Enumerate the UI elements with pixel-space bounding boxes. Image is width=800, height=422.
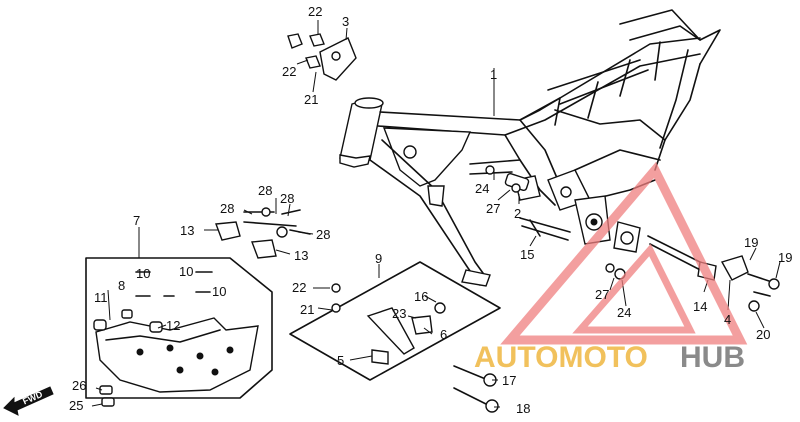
callout-14: 14	[693, 299, 707, 314]
callout-24a: 24	[475, 181, 489, 196]
callout-21b: 21	[300, 302, 314, 317]
callout-1: 1	[490, 67, 497, 82]
long-bolts	[453, 365, 499, 413]
callout-19b: 19	[778, 250, 792, 265]
callout-13a: 13	[180, 223, 194, 238]
leader-lines	[91, 20, 781, 408]
watermark-logo: AUTOMOTO HUB	[474, 161, 748, 374]
watermark-text-automoto: AUTOMOTO	[474, 341, 648, 374]
fwd-label: FWD	[21, 389, 44, 407]
callout-numbers: 1 2 3 4 5 6 7 8 9 10 10 10 11 12 13 13 1…	[69, 4, 792, 416]
right-side-parts	[485, 165, 780, 312]
callout-22b: 22	[282, 64, 296, 79]
callout-8: 8	[118, 278, 125, 293]
callout-28a: 28	[220, 201, 234, 216]
callout-7: 7	[133, 213, 140, 228]
fwd-arrow: FWD	[3, 386, 54, 416]
callout-10a: 10	[136, 266, 150, 281]
main-frame	[339, 9, 721, 287]
callout-28b: 28	[258, 183, 272, 198]
top-bracket-group	[287, 33, 357, 81]
callout-21a: 21	[304, 92, 318, 107]
callout-26: 26	[72, 378, 86, 393]
callout-24b: 24	[617, 305, 631, 320]
callout-4: 4	[724, 312, 731, 327]
watermark-text-hub: HUB	[680, 341, 745, 374]
callout-10b: 10	[179, 264, 193, 279]
callout-28c: 28	[280, 191, 294, 206]
callout-11: 11	[94, 290, 108, 305]
callout-27a: 27	[486, 201, 500, 216]
callout-23: 23	[392, 306, 406, 321]
skid-plate-group	[85, 257, 273, 407]
callout-25: 25	[69, 398, 83, 413]
callout-10c: 10	[212, 284, 226, 299]
callout-27b: 27	[595, 287, 609, 302]
callout-13b: 13	[294, 248, 308, 263]
callout-20: 20	[756, 327, 770, 342]
callout-28d: 28	[316, 227, 330, 242]
bracket-group	[289, 261, 501, 381]
callout-16: 16	[414, 289, 428, 304]
callout-19a: 19	[744, 235, 758, 250]
callout-17: 17	[502, 373, 516, 388]
engine-mount-bolts	[215, 207, 311, 259]
callout-12: 12	[166, 318, 180, 333]
callout-22a: 22	[308, 4, 322, 19]
callout-15: 15	[520, 247, 534, 262]
callout-6: 6	[440, 327, 447, 342]
callout-22c: 22	[292, 280, 306, 295]
callout-2: 2	[514, 206, 521, 221]
callout-18: 18	[516, 401, 530, 416]
callout-5: 5	[337, 353, 344, 368]
callout-9: 9	[375, 251, 382, 266]
callout-3: 3	[342, 14, 349, 29]
